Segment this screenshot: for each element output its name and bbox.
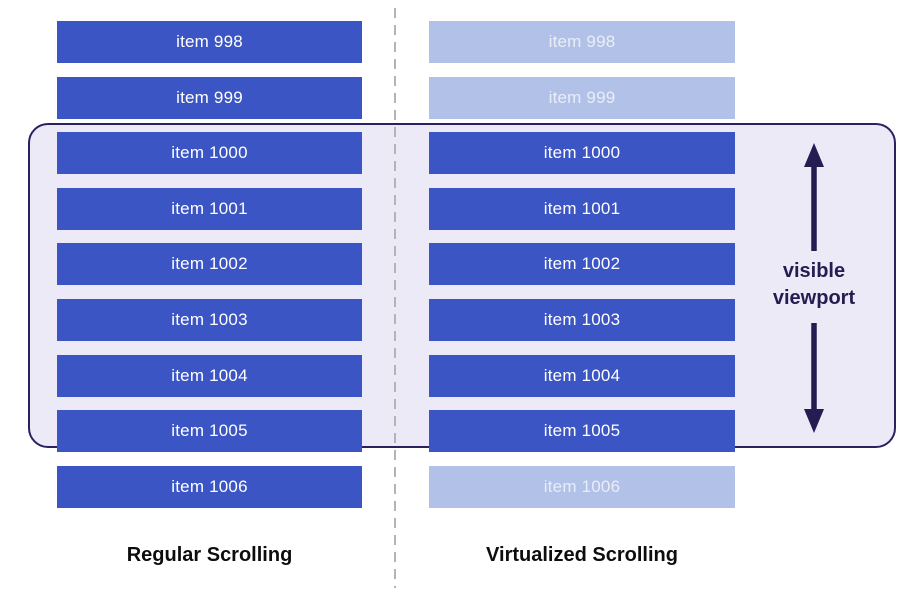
list-item: item 1005 [57, 410, 362, 453]
list-item: item 1004 [57, 354, 362, 397]
list-item-virtualized: item 998 [429, 21, 735, 63]
virtualized-scrolling-title: Virtualized Scrolling [486, 544, 678, 566]
list-item: item 1006 [57, 465, 362, 508]
column-divider [394, 8, 396, 588]
regular-scrolling-column: item 998 item 999 item 1000 item 1001 it… [57, 21, 362, 508]
list-item: item 1001 [57, 187, 362, 230]
regular-scrolling-title: Regular Scrolling [126, 544, 293, 566]
arrow-up-icon [804, 143, 824, 251]
list-item: item 998 [57, 21, 362, 63]
list-item: item 1002 [429, 243, 735, 286]
list-item: item 1000 [57, 132, 362, 175]
list-item: item 1003 [429, 298, 735, 341]
list-item: item 1001 [429, 187, 735, 230]
list-item: item 1005 [429, 410, 735, 453]
list-item: item 1003 [57, 298, 362, 341]
list-item: item 1004 [429, 354, 735, 397]
visible-viewport-label: visible viewport [772, 260, 856, 309]
list-item-virtualized: item 1006 [429, 465, 735, 508]
list-item: item 1000 [429, 132, 735, 175]
list-item-virtualized: item 999 [429, 76, 735, 119]
list-item: item 1002 [57, 243, 362, 286]
arrow-down-icon [804, 323, 824, 433]
list-item: item 999 [57, 76, 362, 119]
virtualized-scrolling-column: item 998 item 999 item 1000 item 1001 it… [429, 21, 735, 508]
